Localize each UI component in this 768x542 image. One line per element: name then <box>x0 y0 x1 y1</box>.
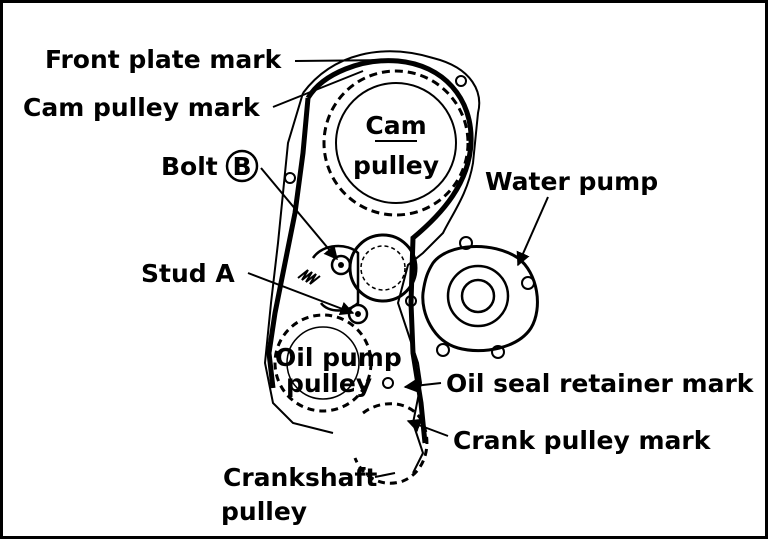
label-cam-pulley-line2: pulley <box>352 151 440 180</box>
timing-belt <box>266 58 474 444</box>
label-crankshaft-line1: Crankshaft <box>223 463 378 492</box>
label-oil-seal-retainer-mark: Oil seal retainer mark <box>446 369 754 398</box>
leader-stud-a <box>247 272 355 316</box>
water-pump <box>405 236 539 359</box>
bolt-b-hardware <box>330 254 352 276</box>
label-bolt-letter: B <box>232 152 252 181</box>
label-oil-pump-line2: pulley <box>286 369 373 398</box>
leader-front-plate-mark <box>294 59 396 62</box>
cam-pulley <box>322 69 470 217</box>
cover-bolt <box>284 172 296 184</box>
label-cam-pulley-line1: Cam <box>365 111 427 140</box>
bolt-b-circle <box>225 149 259 183</box>
label-front-plate-mark: Front plate mark <box>45 45 282 74</box>
leader-cam-pulley-mark <box>272 70 364 108</box>
engine-cover-outline <box>263 50 481 474</box>
label-crank-pulley-mark: Crank pulley mark <box>453 426 711 455</box>
label-bolt: Bolt <box>161 152 218 181</box>
leader-water-pump <box>516 196 549 267</box>
crankshaft-pulley <box>353 377 429 485</box>
cover-bolt <box>455 75 467 87</box>
leader-crankshaft-pulley <box>374 472 396 478</box>
timing-belt-drawing <box>225 50 549 485</box>
label-crankshaft-line2: pulley <box>221 497 308 526</box>
leader-bolt-b <box>260 167 338 261</box>
label-water-pump: Water pump <box>485 167 659 196</box>
label-oil-pump-line1: Oil pump <box>275 343 402 372</box>
oil-pump-pulley <box>273 313 373 413</box>
leader-crank-pulley-mark <box>406 418 449 437</box>
leader-oil-seal-retainer-mark <box>403 378 442 393</box>
label-cam-pulley-mark: Cam pulley mark <box>23 93 260 122</box>
label-stud-a: Stud A <box>141 259 235 288</box>
stud-a-hardware <box>347 303 369 325</box>
